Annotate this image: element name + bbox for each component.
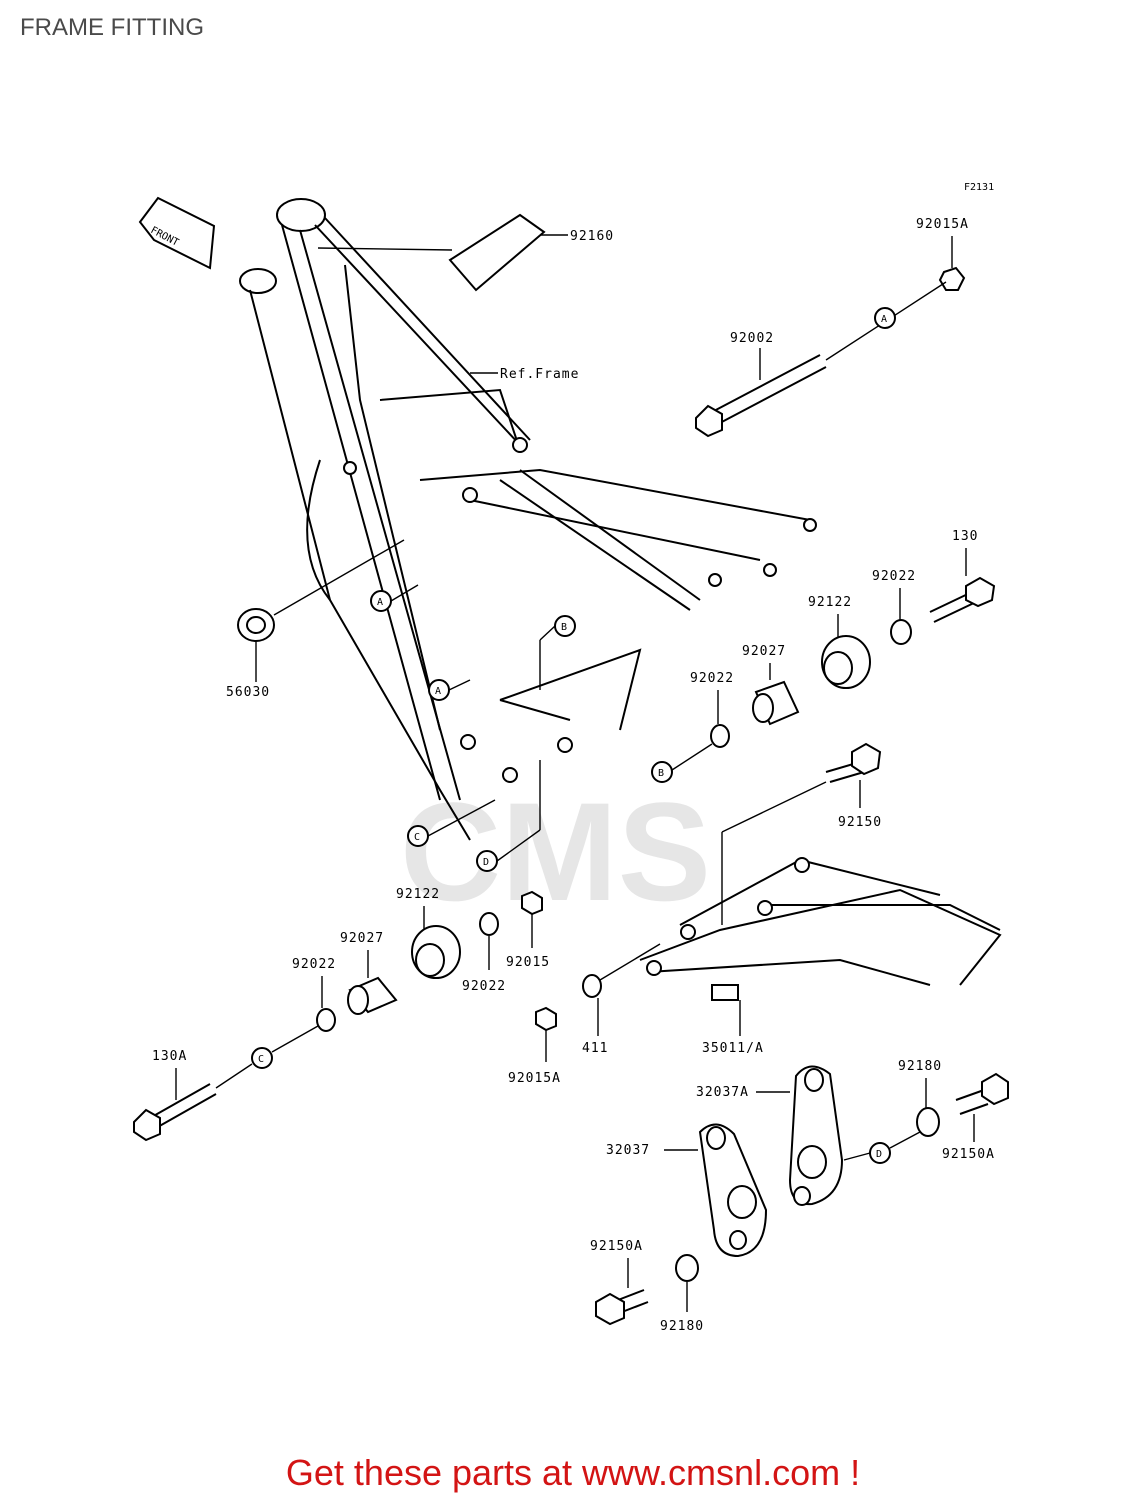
nut-92015 <box>521 890 543 916</box>
plate-32037A <box>788 1065 844 1206</box>
part-number-92027-a: 92027 <box>742 644 786 659</box>
part-number-411: 411 <box>582 1041 608 1056</box>
callout-d-frame: D <box>476 850 498 872</box>
bracket-35011A <box>639 857 1002 1001</box>
callout-c-bolt: C <box>251 1047 273 1069</box>
washer-92180-b <box>675 1254 699 1282</box>
collar-92027-b <box>347 976 398 1015</box>
callout-a-top: A <box>874 307 896 329</box>
part-number-32037: 32037 <box>606 1143 650 1158</box>
collar-92027-a <box>752 680 800 726</box>
svg-text:CMS: CMS <box>400 773 711 930</box>
washer-92180-a <box>916 1107 940 1137</box>
bolt-130A <box>133 1083 217 1142</box>
part-number-92160: 92160 <box>570 229 614 244</box>
part-number-92150: 92150 <box>838 815 882 830</box>
part-number-92022-d: 92022 <box>462 979 506 994</box>
part-number-92015: 92015 <box>506 955 550 970</box>
part-number-92180-b: 92180 <box>660 1319 704 1334</box>
part-number-92027-b: 92027 <box>340 931 384 946</box>
callout-b-frame: B <box>554 615 576 637</box>
part-number-92180-a: 92180 <box>898 1059 942 1074</box>
bolt-92150A-bottom <box>595 1289 649 1326</box>
svg-text:B: B <box>658 768 664 779</box>
svg-text:C: C <box>414 832 420 843</box>
part-number-92015A-bottom: 92015A <box>508 1071 561 1086</box>
svg-text:C: C <box>258 1054 264 1065</box>
cta-link[interactable]: Get these parts at www.cmsnl.com ! <box>285 1452 861 1493</box>
part-number-92122-a: 92122 <box>808 595 852 610</box>
label-sticker-92160 <box>317 213 568 292</box>
page-title: FRAME FITTING <box>20 14 204 41</box>
washer-411 <box>582 974 602 998</box>
callout-c-frame: C <box>407 825 429 847</box>
callout-a-low: A <box>428 679 450 701</box>
figure-code: F2131 <box>964 182 994 193</box>
ring-56030 <box>237 608 275 642</box>
part-number-92122-b: 92122 <box>396 887 440 902</box>
nut-92015A-top <box>938 266 966 291</box>
part-number-92022-c: 92022 <box>292 957 336 972</box>
svg-text:A: A <box>377 597 383 608</box>
svg-text:D: D <box>483 857 489 868</box>
part-number-92150A-b: 92150A <box>590 1239 643 1254</box>
bolt-92150 <box>825 742 882 783</box>
washer-92022-b <box>710 724 730 748</box>
part-number-130: 130 <box>952 529 978 544</box>
svg-text:A: A <box>881 314 887 325</box>
bolt-92150A-right <box>955 1072 1009 1115</box>
part-number-32037A: 32037A <box>696 1085 749 1100</box>
callout-a-mid: A <box>370 590 392 612</box>
motorcycle-frame <box>239 198 817 841</box>
cms-watermark: CMS <box>400 773 711 930</box>
svg-text:B: B <box>561 622 567 633</box>
part-number-92022-b: 92022 <box>690 671 734 686</box>
part-number-92015A-top: 92015A <box>916 217 969 232</box>
plate-32037 <box>698 1123 768 1258</box>
bushing-92122-b <box>411 925 461 979</box>
part-number-56030: 56030 <box>226 685 270 700</box>
nut-92015A-bottom <box>535 1006 557 1032</box>
callout-d-bolt: D <box>869 1142 891 1164</box>
part-number-92022-a: 92022 <box>872 569 916 584</box>
part-number-92150A-a: 92150A <box>942 1147 995 1162</box>
part-number-92002: 92002 <box>730 331 774 346</box>
washer-92022-c <box>316 1008 336 1032</box>
bolt-130 <box>929 576 996 623</box>
svg-text:D: D <box>876 1149 882 1160</box>
bushing-92122-a <box>821 635 871 689</box>
part-number-130A: 130A <box>152 1049 187 1064</box>
ref-frame-label: Ref.Frame <box>500 367 579 382</box>
washer-92022-a <box>890 619 912 645</box>
bolt-92002 <box>695 354 827 438</box>
callout-b-washer: B <box>651 761 673 783</box>
svg-text:A: A <box>435 686 441 697</box>
washer-92022-d <box>479 912 499 936</box>
front-arrow-icon: FRONT <box>138 196 216 270</box>
part-number-35011A: 35011/A <box>702 1041 764 1056</box>
